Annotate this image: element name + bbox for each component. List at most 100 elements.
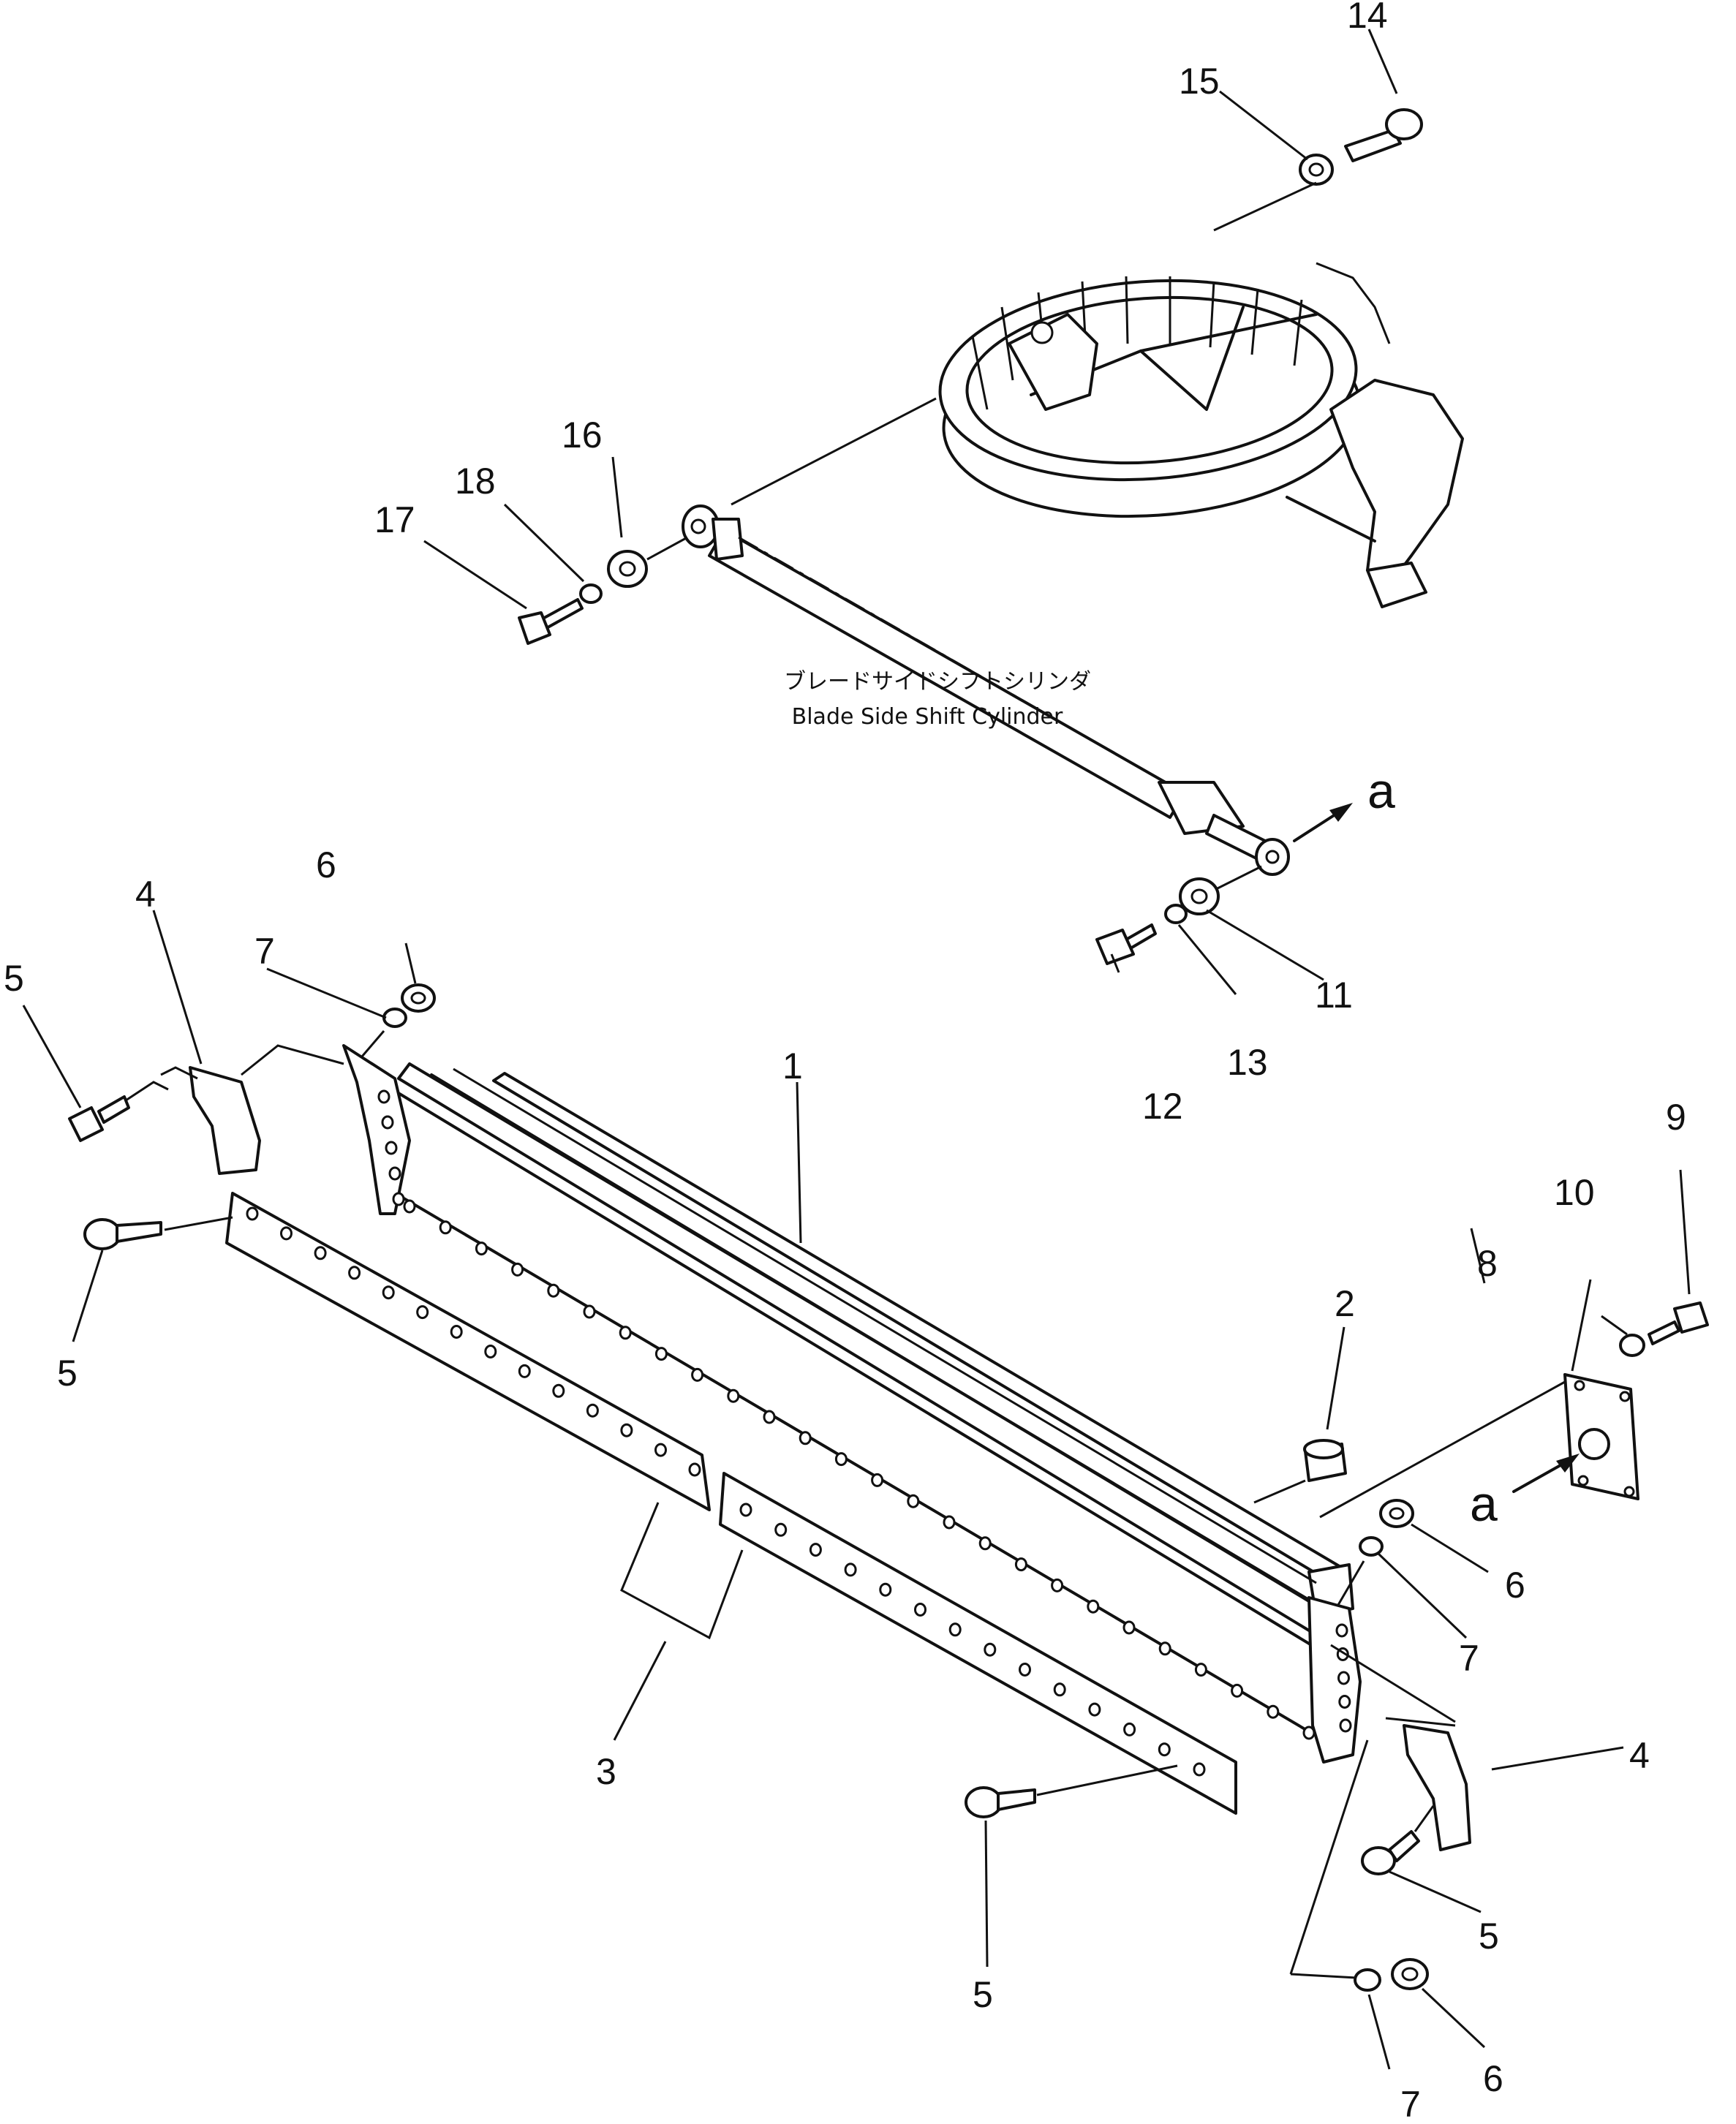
bolt-hole	[392, 1192, 405, 1206]
bolt-hole	[348, 1266, 361, 1280]
bolt-hole	[774, 1522, 788, 1537]
bolt-hole	[439, 1220, 452, 1235]
callout-11: 11	[1315, 975, 1353, 1016]
callout-9: 9	[1666, 1097, 1686, 1138]
bolt-hole	[654, 1443, 667, 1457]
plow-bolt-5-right	[1361, 1830, 1420, 1875]
bolt-hole	[280, 1226, 293, 1241]
bolt-hole	[484, 1345, 497, 1358]
cylinder-label-en: Blade Side Shift Cylinder	[792, 704, 1063, 730]
bolt-hole	[1122, 1620, 1136, 1635]
bolt-hole	[799, 1431, 812, 1445]
bolt-hole	[1193, 1762, 1206, 1777]
bolt-hole	[552, 1383, 565, 1398]
bolt-hole	[450, 1325, 463, 1339]
bolt-hole	[619, 1326, 632, 1340]
washer-13	[1164, 904, 1188, 924]
bolt-hole	[1267, 1704, 1280, 1719]
callout-14: 14	[1347, 0, 1388, 36]
bolt-hole	[583, 1304, 596, 1319]
bolt-hole	[547, 1283, 560, 1298]
callout-10: 10	[1554, 1172, 1595, 1213]
bolt-hole	[688, 1462, 701, 1477]
bolt-9	[1648, 1301, 1709, 1345]
callout-18: 18	[455, 461, 496, 502]
plow-bolt-5-mid-left	[83, 1218, 162, 1250]
end-bit-4-left	[189, 1066, 261, 1175]
bolt-hole	[1339, 1718, 1352, 1733]
callout-15: 15	[1179, 61, 1220, 102]
nut-6-top	[401, 983, 436, 1013]
callout-7-bottom: 7	[1400, 2084, 1421, 2124]
bolt-hole	[246, 1206, 259, 1221]
bolt-hole	[416, 1305, 429, 1320]
ref-letter-a-top: a	[1367, 763, 1395, 819]
bolt-hole	[1087, 1599, 1100, 1614]
bolt-hole	[586, 1403, 599, 1418]
bolt-hole	[978, 1536, 992, 1551]
washer-10	[1619, 1334, 1645, 1357]
callout-5-top-left: 5	[4, 958, 24, 999]
bolt-hole	[1231, 1683, 1244, 1698]
bolt-hole	[403, 1199, 416, 1214]
callout-17: 17	[374, 499, 415, 540]
plug-2	[1303, 1439, 1347, 1482]
cutting-edge-right	[719, 1472, 1237, 1815]
plow-bolt-5-top-left	[68, 1095, 130, 1142]
plow-bolt-5-bottom	[965, 1786, 1036, 1818]
bolt-hole	[1158, 1641, 1171, 1656]
bolt-hole	[1123, 1722, 1136, 1736]
bolt-hole	[511, 1262, 524, 1277]
blade-holes	[224, 1089, 1462, 1835]
bolt-hole	[727, 1388, 740, 1403]
callout-5-bottom: 5	[973, 1974, 993, 2015]
bolt-hole	[984, 1642, 997, 1657]
bolt-hole	[382, 1285, 395, 1300]
callout-6-mid: 6	[1505, 1565, 1525, 1606]
bolt-hole	[844, 1562, 857, 1577]
callout-4-right: 4	[1629, 1735, 1650, 1776]
callout-7-mid: 7	[1459, 1638, 1479, 1679]
nut-6-mid	[1379, 1499, 1414, 1528]
bolt-17	[518, 598, 584, 645]
washer-7-mid	[1359, 1536, 1384, 1557]
washer-7-top	[382, 1008, 407, 1028]
callout-5-mid-left: 5	[57, 1353, 78, 1394]
bolt-hole	[1019, 1663, 1031, 1677]
circle-frame	[938, 262, 1464, 608]
callout-1: 1	[782, 1046, 803, 1086]
bracket-8	[1563, 1373, 1639, 1500]
bolt-hole	[1194, 1663, 1207, 1677]
bolt-14	[1344, 108, 1423, 162]
bolt-hole	[763, 1410, 776, 1424]
callout-7-top: 7	[254, 931, 275, 972]
bolt-hole	[871, 1473, 884, 1487]
bolt-hole	[385, 1141, 398, 1155]
washer-7-bottom	[1354, 1968, 1381, 1992]
cutting-edge-left	[225, 1192, 711, 1511]
callout-16: 16	[562, 415, 603, 456]
callout-5-right: 5	[1479, 1916, 1499, 1957]
callout-13: 13	[1227, 1042, 1268, 1083]
end-bit-4-right	[1403, 1724, 1471, 1851]
bolt-hole	[1088, 1702, 1101, 1717]
side-shift-cylinder	[682, 504, 1290, 876]
bolt-hole	[739, 1503, 752, 1517]
bolt-hole	[1338, 1695, 1351, 1709]
bolt-hole	[620, 1423, 633, 1437]
washer-18	[579, 583, 603, 604]
bolt-hole	[907, 1494, 920, 1508]
end-bit-right	[1307, 1596, 1362, 1764]
bolt-hole	[1337, 1671, 1350, 1685]
callout-8: 8	[1477, 1243, 1498, 1284]
callout-12: 12	[1142, 1086, 1183, 1127]
bolt-hole	[914, 1603, 927, 1617]
washer-15	[1299, 154, 1334, 186]
bolt-hole	[1051, 1578, 1064, 1592]
ref-letter-a-bottom: a	[1470, 1476, 1498, 1532]
bolt-hole	[388, 1166, 401, 1181]
washer-11	[1179, 877, 1220, 915]
blade-1	[379, 1062, 1354, 1742]
callout-6-top: 6	[316, 844, 336, 885]
bolt-hole	[1158, 1742, 1171, 1757]
